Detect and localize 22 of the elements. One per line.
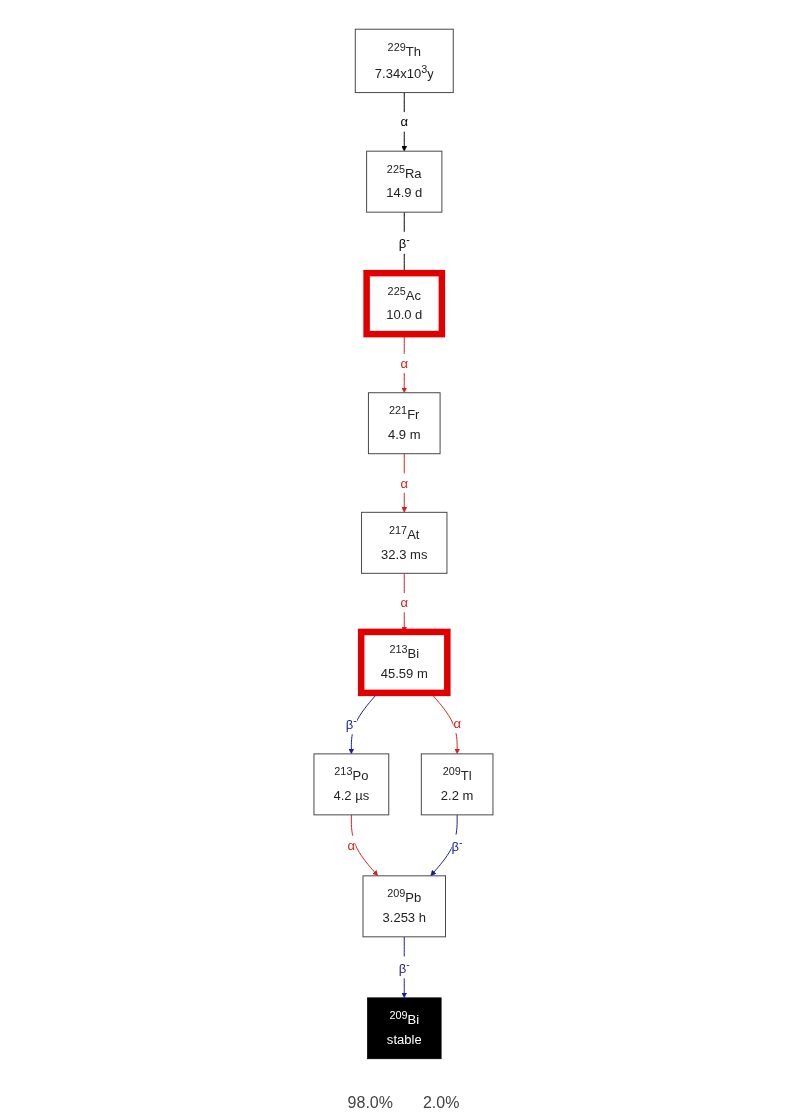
node-box: $^{225}$Ra 14.9 d	[366, 150, 443, 213]
edge-label: β$^{-}$	[345, 714, 357, 732]
percentage-label: 2.0%	[422, 1094, 460, 1112]
node-box: $^{209}$Bi stable	[367, 997, 442, 1060]
node-box: $^{209}$Tl 2.2 m	[420, 753, 494, 816]
node-box: $^{225}$Ac 10.0 d	[363, 269, 446, 338]
edge-label: α	[400, 356, 409, 371]
node-box: $^{209}$Pb 3.253 h	[362, 875, 447, 938]
edge-label: β$^{-}$	[398, 958, 410, 976]
edge-label: β$^{-}$	[398, 233, 410, 252]
edge-label: α	[400, 114, 409, 130]
node-box: $^{213}$Po 4.2 µs	[313, 753, 390, 816]
node-box: $^{217}$At 32.3 ms	[361, 511, 448, 574]
edge-label: α	[400, 595, 409, 610]
node-box: $^{221}$Fr 4.9 m	[367, 392, 441, 455]
edge-label: α	[400, 475, 409, 491]
percentage-label: 98.0%	[347, 1094, 393, 1112]
node-box: $^{213}$Bi 45.59 m	[357, 628, 451, 697]
edge-label: β$^{-}$	[451, 836, 463, 854]
node-box: $^{229}$Th 7.34x10$^{3}$y	[354, 28, 454, 94]
edge-label: α	[453, 716, 461, 731]
edge-label: α	[347, 838, 356, 853]
